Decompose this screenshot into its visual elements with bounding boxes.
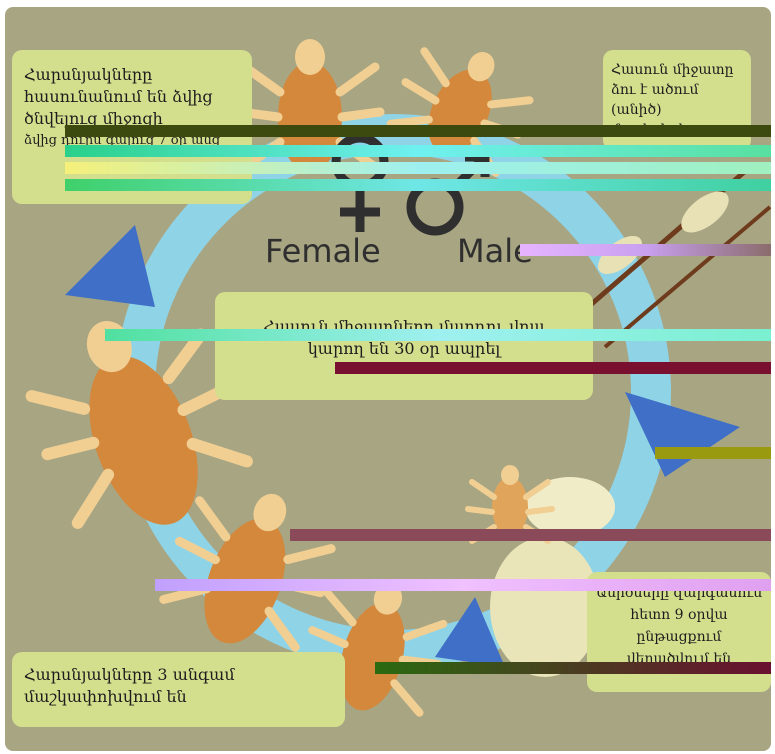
glitch-band — [290, 529, 771, 541]
glitch-band — [65, 145, 771, 157]
cycle-arrow-up — [65, 225, 155, 307]
text-line: Հասուն միջատը — [611, 60, 743, 80]
text-line: կարող են 30 օր ապրել — [225, 338, 583, 360]
glitch-band — [655, 447, 771, 459]
glitch-band — [65, 179, 771, 191]
nit-egg — [674, 184, 735, 241]
glitch-band — [155, 579, 771, 591]
text-line: Հարսնյակները 3 անգամ — [24, 664, 333, 686]
glitch-band — [520, 244, 771, 256]
glitch-band — [375, 662, 771, 674]
life-cycle-diagram: Հարսնյակները հասունանում են ձվից ծնվելու… — [5, 7, 771, 751]
text-line: հետո 9 օրվա ընթացքում — [595, 604, 763, 648]
text-line: ձու է ածում (անիծ) — [611, 80, 743, 120]
hatching-egg — [490, 537, 600, 677]
glitch-band — [65, 162, 771, 174]
glitch-band — [105, 329, 771, 341]
female-label: Female — [265, 232, 381, 270]
glitch-band — [65, 125, 771, 137]
text-line: Հարսնյակները — [24, 64, 240, 86]
box-nymph-molting: Հարսնյակները 3 անգամ մաշկափոխվում են — [12, 652, 345, 727]
text-line: մաշկափոխվում են — [24, 686, 333, 708]
glitch-band — [335, 362, 771, 374]
text-line: հասունանում են ձվից — [24, 86, 240, 108]
box-adult-lifespan: Հասուն միջատները մարդու վրա կարող են 30 … — [215, 292, 593, 400]
